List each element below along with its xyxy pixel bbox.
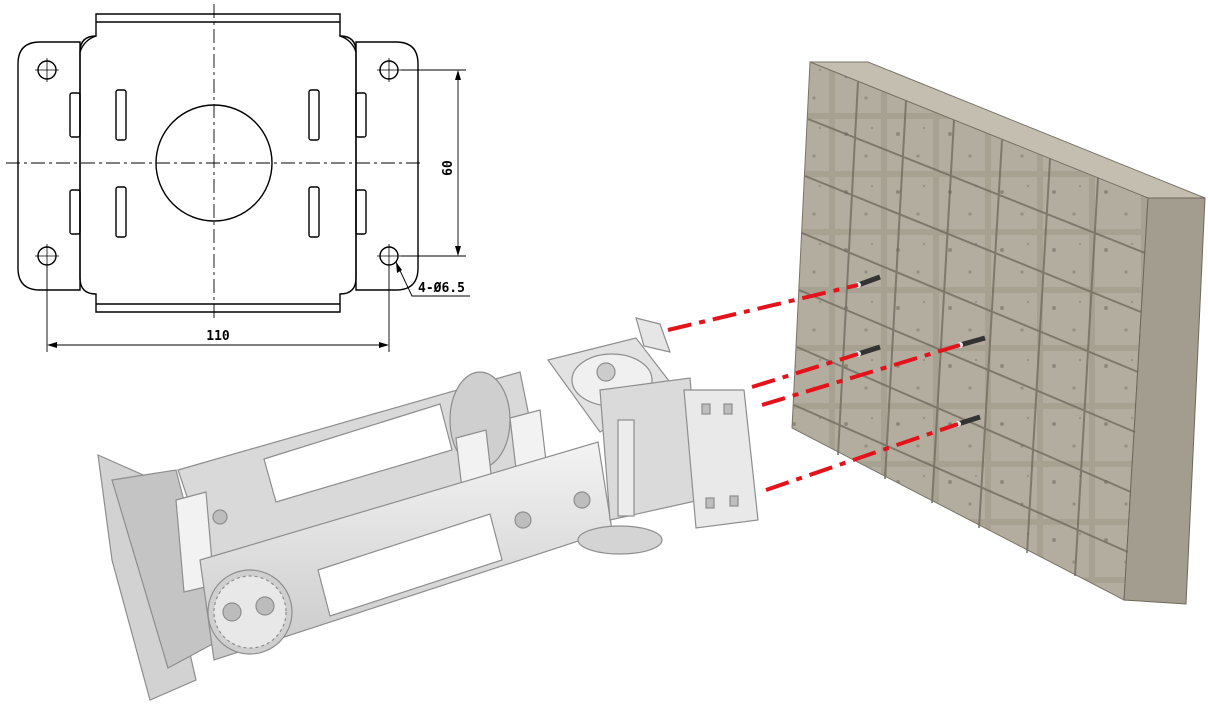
plate-body: [79, 13, 357, 313]
guide-line: [761, 343, 961, 407]
wall-side: [1123, 197, 1206, 605]
dimension-label-60: 60: [441, 160, 456, 176]
slot: [308, 89, 320, 141]
guide-line: [765, 422, 959, 492]
hole-callout-leader: [395, 261, 470, 297]
bracket-wall-plate: [683, 389, 759, 529]
slot: [355, 189, 367, 235]
slot: [69, 92, 81, 138]
guide-line: [751, 352, 859, 389]
dimension-label-110: 110: [206, 329, 230, 344]
dimension-label-holes: 4-Ø6.5: [418, 281, 465, 296]
alignment-guides: [667, 283, 961, 492]
plate-outline-right: [355, 41, 419, 291]
guide-line: [667, 283, 859, 332]
slot: [115, 186, 127, 238]
mount-hole: [377, 58, 401, 82]
mounting-bracket: [97, 317, 759, 701]
plate-outline: [17, 41, 81, 291]
mount-hole: [35, 244, 59, 268]
mount-hole: [377, 244, 401, 268]
center-hole: [155, 104, 273, 222]
slot: [69, 189, 81, 235]
adjustment-dial: [207, 569, 293, 655]
technical-drawing: [6, 4, 470, 352]
mount-hole: [35, 58, 59, 82]
slot: [308, 186, 320, 238]
slot: [115, 89, 127, 141]
stone-wall: [791, 61, 1206, 605]
slot: [355, 92, 367, 138]
